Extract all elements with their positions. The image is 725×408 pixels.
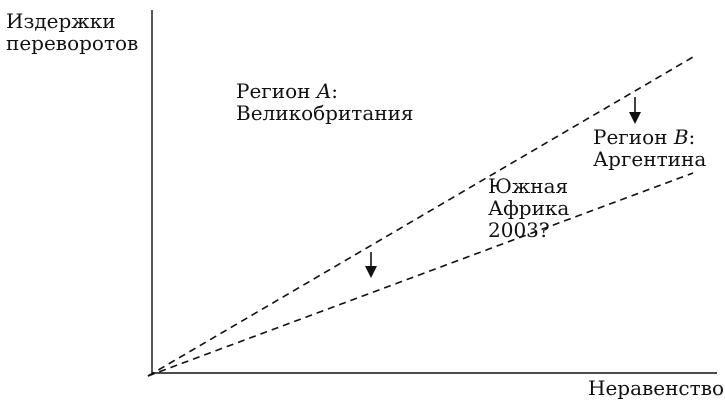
south-africa-line-1: Южная bbox=[488, 174, 569, 198]
y-axis-label: Издержки переворотов bbox=[6, 10, 138, 54]
region-a-prefix: Регион bbox=[236, 79, 317, 103]
y-axis-label-line-2: переворотов bbox=[6, 31, 139, 55]
y-axis-label-line-1: Издержки bbox=[6, 9, 116, 33]
region-a-label: Регион A: Великобритания bbox=[236, 80, 414, 124]
region-b-letter: B bbox=[673, 125, 689, 149]
x-axis-label: Неравенство bbox=[588, 376, 724, 400]
south-africa-label: Южная Африка 2003? bbox=[488, 175, 569, 241]
region-b-line bbox=[147, 172, 694, 377]
region-a-letter: A bbox=[316, 79, 332, 103]
region-b-prefix: Регион bbox=[593, 125, 674, 149]
down-arrow-left bbox=[365, 252, 377, 278]
region-a-title: Регион A: bbox=[236, 80, 414, 102]
region-b-title: Регион B: bbox=[593, 126, 706, 148]
south-africa-line-3: 2003? bbox=[488, 218, 550, 242]
region-b-name: Аргентина bbox=[593, 147, 707, 171]
down-arrow-right bbox=[629, 97, 641, 124]
south-africa-line-2: Африка bbox=[488, 196, 570, 220]
region-a-line bbox=[147, 56, 694, 377]
region-b-label: Регион B: Аргентина bbox=[593, 126, 706, 170]
region-a-suffix: : bbox=[331, 79, 339, 103]
region-a-name: Великобритания bbox=[236, 101, 414, 125]
region-b-suffix: : bbox=[688, 125, 696, 149]
